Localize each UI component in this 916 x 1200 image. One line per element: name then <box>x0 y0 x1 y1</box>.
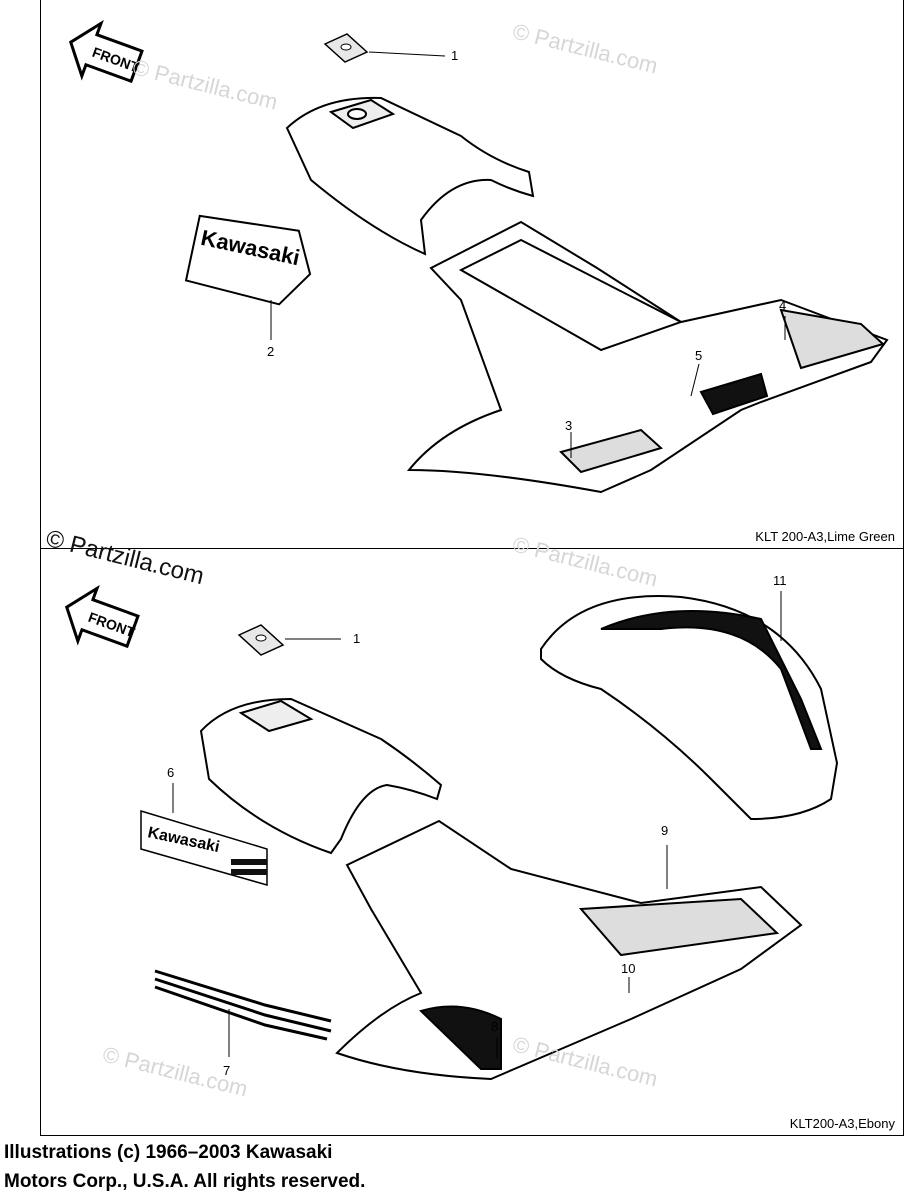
parts-illustration-top: FRONT Kawasaki <box>68 19 889 494</box>
callout-11: 11 <box>773 573 787 588</box>
callout-1: 1 <box>451 48 459 63</box>
diagram-panel-lime-green: FRONT Kawasaki <box>40 0 904 549</box>
part-11-rear-fender <box>540 595 839 821</box>
front-fender-part <box>406 220 889 494</box>
callout-5: 5 <box>695 348 703 363</box>
variant-label-lime-green: KLT 200-A3,Lime Green <box>755 529 895 544</box>
diagram-panel-ebony: FRONT Kawasaki <box>40 531 904 1136</box>
copyright-line-1: Illustrations (c) 1966–2003 Kawasaki <box>4 1142 333 1163</box>
part-2-kawasaki-decal: Kawasaki <box>184 214 312 306</box>
callout-10: 10 <box>621 961 636 976</box>
callout-6: 6 <box>167 765 175 780</box>
part-1-label-plate <box>237 624 341 656</box>
copyright-notice: Illustrations (c) 1966–2003 Kawasaki Mot… <box>4 1138 365 1196</box>
front-arrow-icon: FRONT <box>68 19 144 84</box>
callout-7: 7 <box>223 1063 231 1078</box>
front-fender-part <box>335 819 803 1081</box>
callout-3: 3 <box>565 418 573 433</box>
front-arrow-icon: FRONT <box>64 584 140 649</box>
tank-cover-part <box>199 697 443 855</box>
callout-8: 8 <box>491 1019 499 1034</box>
tank-cover-part <box>285 96 535 256</box>
parts-illustration-bottom: FRONT Kawasaki <box>64 584 839 1081</box>
part-6-kawasaki-decal: Kawasaki <box>140 809 268 886</box>
variant-label-ebony: KLT200-A3,Ebony <box>789 1116 895 1131</box>
callout-leaders <box>496 845 668 1059</box>
callout-9: 9 <box>661 823 669 838</box>
callout-1: 1 <box>353 631 361 646</box>
callout-4: 4 <box>779 298 787 313</box>
callout-leaders <box>570 316 786 458</box>
callout-2: 2 <box>267 344 275 359</box>
copyright-line-2: Motors Corp., U.S.A. All rights reserved… <box>4 1171 366 1192</box>
part-7-side-stripe <box>154 969 332 1041</box>
part-1-label-plate <box>323 33 446 63</box>
